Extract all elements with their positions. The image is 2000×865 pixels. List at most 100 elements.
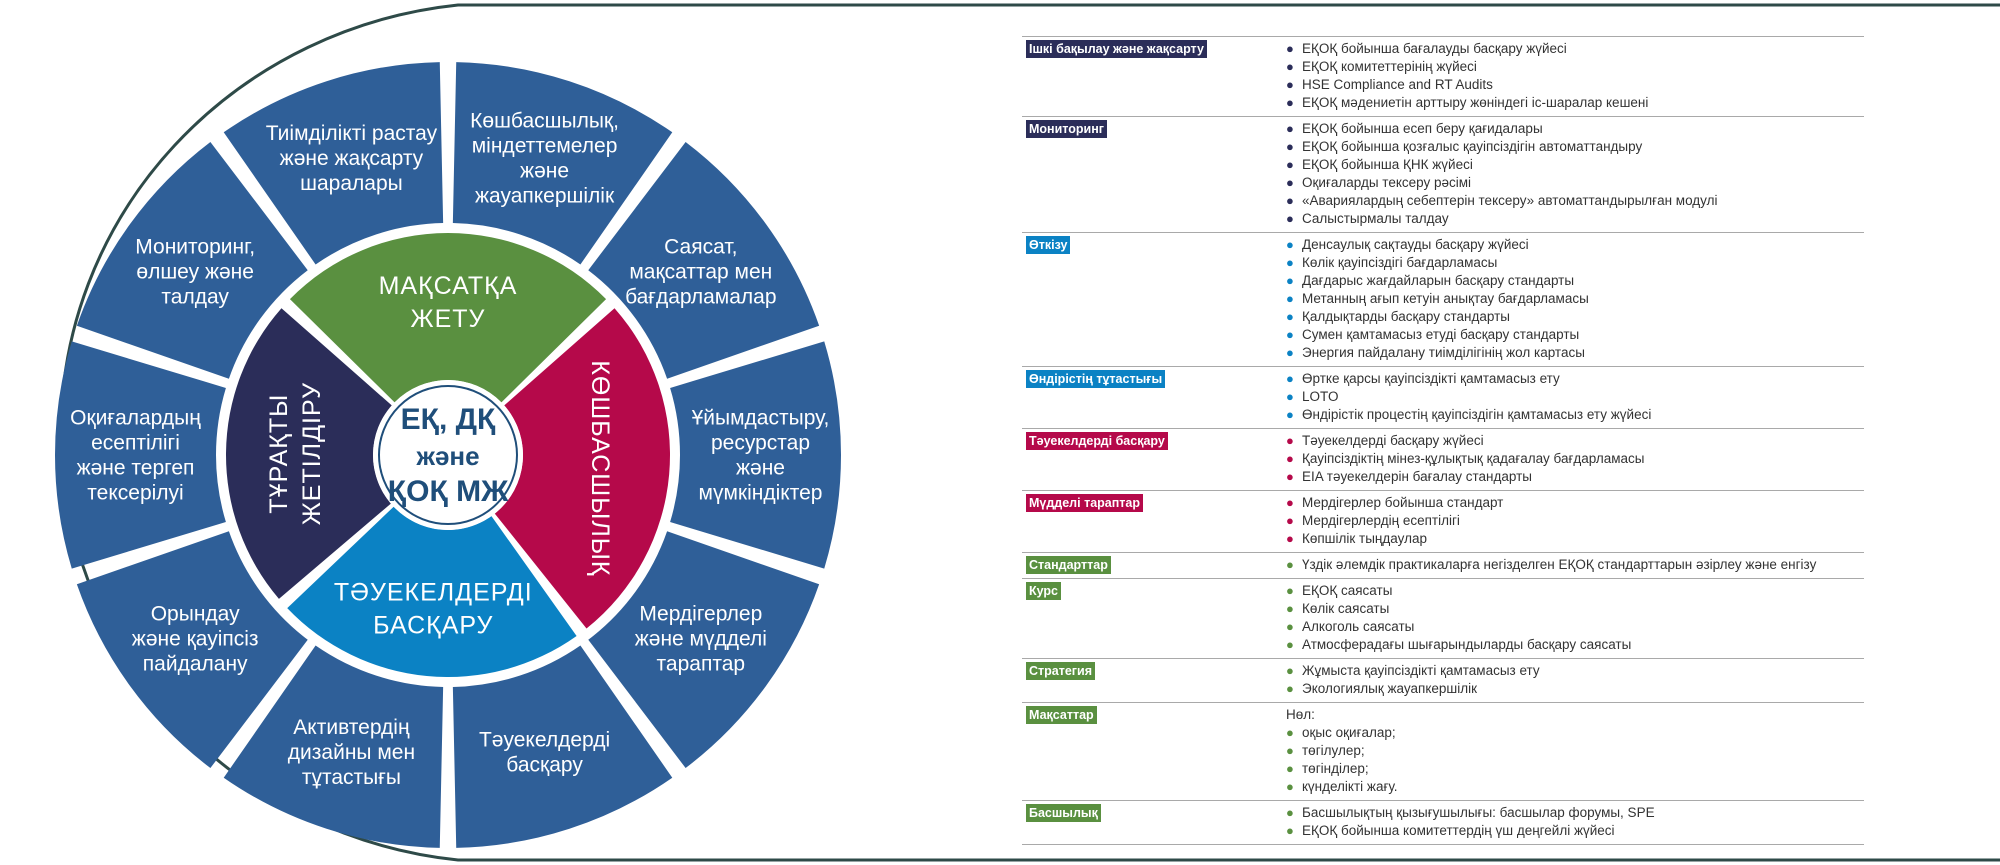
list-item-text: ЕҚОҚ бойынша қозғалыс қауіпсіздігін авто… — [1302, 139, 1643, 154]
list-item: ●ЕҚОҚ бойынша ҚНК жүйесі — [1286, 156, 1864, 174]
category-label: Стандарттар — [1026, 556, 1111, 574]
list-item-text: Мердігерлердің есептілігі — [1302, 513, 1460, 528]
bullet-icon: ● — [1286, 139, 1294, 154]
table-row: Өткізу●Денсаулық сақтауды басқару жүйесі… — [1022, 233, 1864, 367]
bullet-icon: ● — [1286, 407, 1294, 422]
list-item-text: Қауіпсіздіктің мінез-құлықтық қадағалау … — [1302, 451, 1645, 466]
bullet-icon: ● — [1286, 513, 1294, 528]
bullet-icon: ● — [1286, 583, 1294, 598]
list-item-text: Экологиялық жауапкершілік — [1302, 681, 1478, 696]
bullet-icon: ● — [1286, 451, 1294, 466]
list-item-text: Көлік қауіпсіздігі бағдарламасы — [1302, 255, 1498, 270]
table-row: Мониторинг●ЕҚОҚ бойынша есеп беру қағида… — [1022, 117, 1864, 233]
table-row: Стратегия ● Жұмыста қауіпсіздікті қамтамас… — [1022, 659, 1864, 703]
list-item: ●Сумен қамтамасыз етуді басқару стандарт… — [1286, 326, 1864, 344]
list-item: ●Салыстырмалы талдау — [1286, 210, 1864, 228]
inner-segment-label: КӨШБАСШЫЛЫҚ — [586, 360, 614, 576]
list-item-text: Сумен қамтамасыз етуді басқару стандарты — [1302, 327, 1580, 342]
outer-segment-shape — [452, 62, 673, 265]
list-item: ● Қалдықтарды басқару стандарты — [1286, 308, 1864, 326]
table-row: Стандарттар ● Үздік әлемдік практикаларға … — [1022, 553, 1864, 579]
bullet-icon: ● — [1286, 823, 1294, 838]
bullet-icon: ● — [1286, 291, 1294, 306]
list-item-text: төгінділер; — [1302, 761, 1369, 776]
list-item-text: Көлік саясаты — [1302, 601, 1390, 616]
outer-segment-shape — [670, 341, 841, 569]
list-item: ●Оқиғаларды тексеру рәсімі — [1286, 174, 1864, 192]
list-item-text: Дағдарыс жағдайларын басқару стандарты — [1302, 273, 1575, 288]
bullet-icon: ● — [1286, 619, 1294, 634]
bullet-icon: ● — [1286, 725, 1294, 740]
list-item: ●Мердігерлер бойынша стандарт — [1286, 494, 1864, 512]
category-label: Мақсаттар — [1026, 706, 1097, 724]
bullet-icon: ● — [1286, 193, 1294, 208]
list-item-text: Үздік әлемдік практикаларға негізделген … — [1302, 557, 1817, 572]
list-item-text: ЕҚОҚ бойынша есеп беру қағидалары — [1302, 121, 1543, 136]
category-label: Стратегия — [1026, 662, 1095, 680]
list-item: ●Өндірістік процестің қауіпсіздігін қамт… — [1286, 406, 1864, 424]
list-item-text: ЕҚОҚ бойынша бағалауды басқару жүйесі — [1302, 41, 1567, 56]
list-item: ●төгінділер; — [1286, 760, 1864, 778]
bullet-icon: ● — [1286, 637, 1294, 652]
list-item-text: Жұмыста қауіпсіздікті қамтамасыз ету — [1302, 663, 1540, 678]
list-item-text: HSE Compliance and RT Audits — [1302, 77, 1493, 92]
inner-segment-shape — [226, 308, 392, 599]
bullet-icon: ● — [1286, 211, 1294, 226]
bullet-icon: ● — [1286, 371, 1294, 386]
outer-segment-shape — [76, 531, 308, 769]
list-item: ●EIA тәуекелдерін бағалау стандарты — [1286, 468, 1864, 486]
bullet-icon: ● — [1286, 121, 1294, 136]
bullet-icon: ● — [1286, 389, 1294, 404]
list-item: ●күнделікті жағу. — [1286, 778, 1864, 796]
outer-segment-shape — [452, 645, 673, 848]
list-item: ● ЕҚОҚ бойынша есеп беру қағидалары — [1286, 120, 1864, 138]
table-row: Өндірістің тұтастығы●Өртке қарсы қауіпсі… — [1022, 367, 1864, 429]
bullet-icon: ● — [1286, 681, 1294, 696]
inner-segment: КӨШБАСШЫЛЫҚ — [494, 308, 671, 629]
category-label: Басшылық — [1026, 804, 1101, 822]
list-item-text: Қалдықтарды басқару стандарты — [1302, 309, 1510, 324]
category-label: Өндірістің тұтастығы — [1026, 370, 1166, 388]
bullet-icon: ● — [1286, 557, 1294, 572]
list-item: ● Экологиялық жауапкершілік — [1286, 680, 1864, 698]
outer-segment-shape — [76, 141, 308, 379]
outer-segment-shape — [588, 531, 820, 769]
list-item-text: «Авариялардың себептерін тексеру» автома… — [1302, 193, 1718, 208]
outer-segment-shape — [588, 141, 820, 379]
list-item-text: ЕҚОҚ саясаты — [1302, 583, 1393, 598]
list-item-text: Энергия пайдалану тиімділігінің жол карт… — [1302, 345, 1585, 360]
list-note: Нөл: — [1286, 707, 1315, 722]
list-item-text: ЕҚОҚ бойынша комитеттердің үш деңгейлі ж… — [1302, 823, 1615, 838]
list-item-text: Денсаулық сақтауды басқару жүйесі — [1302, 237, 1529, 252]
list-item: ● Атмосферадағы шығарындыларды басқару са… — [1286, 636, 1864, 654]
inner-segment-shape — [494, 308, 671, 629]
table-row: Курс●ЕҚОҚ саясаты●Көлік саясаты●Алкоголь… — [1022, 579, 1864, 659]
bullet-icon: ● — [1286, 309, 1294, 324]
list-item-text: Атмосферадағы шығарындыларды басқару сая… — [1302, 637, 1632, 652]
bullet-icon: ● — [1286, 41, 1294, 56]
bullet-icon: ● — [1286, 805, 1294, 820]
bullet-icon: ● — [1286, 237, 1294, 252]
bullet-icon: ● — [1286, 743, 1294, 758]
category-label: Мүдделі тараптар — [1026, 494, 1143, 512]
list-item: ●оқыс оқиғалар; — [1286, 724, 1864, 742]
